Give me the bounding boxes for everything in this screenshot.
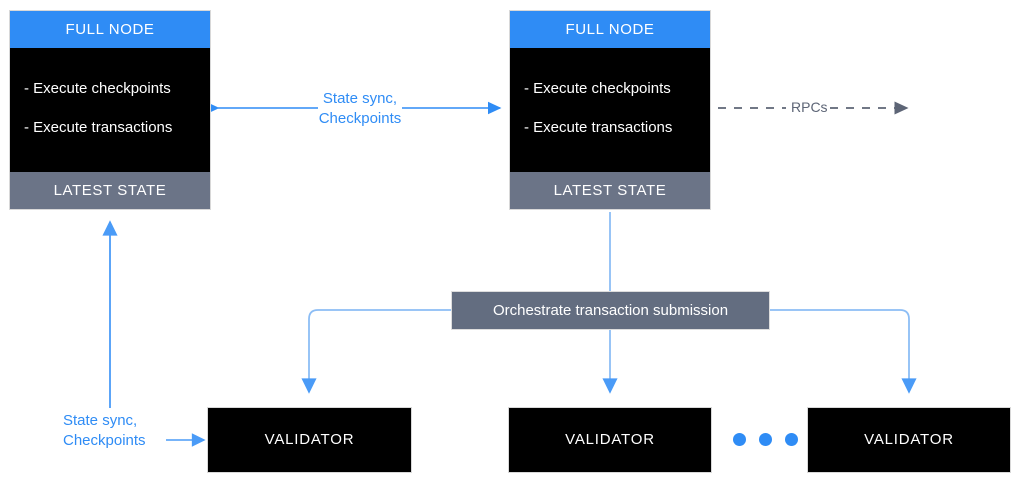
full-node-left-bullet-1: - Execute checkpoints <box>24 80 171 97</box>
full-node-left-latest-state: LATEST STATE <box>10 172 210 209</box>
wire-orchestrate-to-validator-left <box>301 309 452 394</box>
full-node-left[interactable]: FULL NODE - Execute checkpoints - Execut… <box>10 11 210 209</box>
full-node-right-bullet-2: - Execute transactions <box>524 119 673 136</box>
ellipsis-dot-2 <box>759 433 772 446</box>
full-node-right[interactable]: FULL NODE - Execute checkpoints - Execut… <box>510 11 710 209</box>
label-state-sync-validator-line1: State sync, <box>63 412 138 429</box>
full-node-left-header: FULL NODE <box>10 11 210 48</box>
label-state-sync-line2: Checkpoints <box>318 110 402 127</box>
label-state-sync-between-nodes: State sync, Checkpoints <box>310 89 410 129</box>
full-node-right-bullet-1: - Execute checkpoints <box>524 80 671 97</box>
label-state-sync-validator-line2: Checkpoints <box>63 432 146 449</box>
validator-middle[interactable]: VALIDATOR <box>509 408 711 472</box>
label-rpcs: RPCs <box>789 99 830 115</box>
full-node-right-header: FULL NODE <box>510 11 710 48</box>
label-state-sync-line1: State sync, <box>322 90 398 107</box>
full-node-left-bullet-2: - Execute transactions <box>24 119 173 136</box>
more-validators-ellipsis <box>733 433 798 446</box>
wire-orchestrate-to-validator-right <box>769 309 917 394</box>
ellipsis-dot-1 <box>733 433 746 446</box>
ellipsis-dot-3 <box>785 433 798 446</box>
label-state-sync-to-validator: State sync, Checkpoints <box>63 411 146 451</box>
validator-left[interactable]: VALIDATOR <box>208 408 411 472</box>
orchestrate-transaction-submission-box[interactable]: Orchestrate transaction submission <box>452 292 769 329</box>
validator-right[interactable]: VALIDATOR <box>808 408 1010 472</box>
full-node-left-body: - Execute checkpoints - Execute transact… <box>10 48 210 172</box>
full-node-right-body: - Execute checkpoints - Execute transact… <box>510 48 710 172</box>
full-node-right-latest-state: LATEST STATE <box>510 172 710 209</box>
